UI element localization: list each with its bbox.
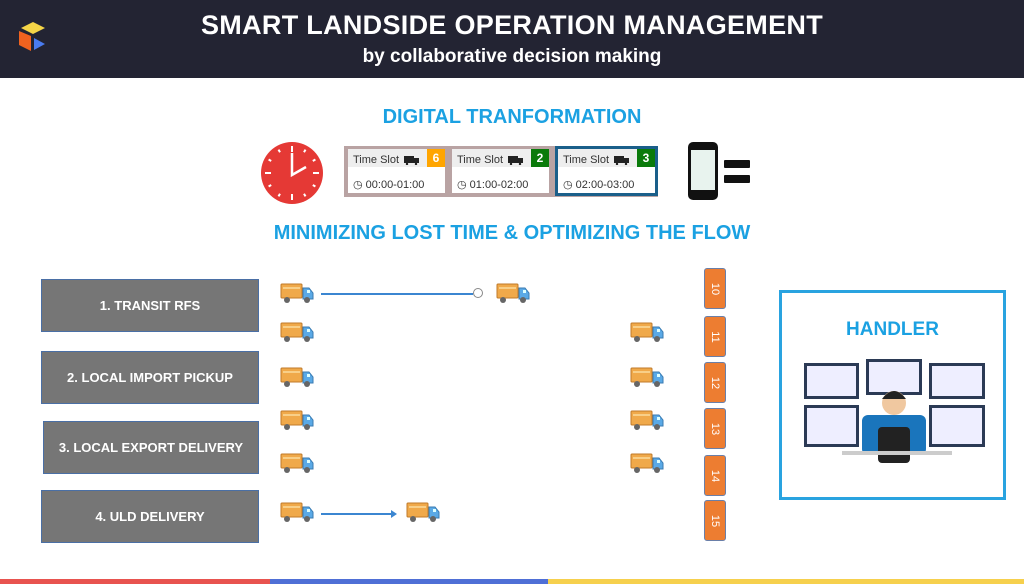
truck-icon bbox=[614, 156, 629, 165]
time-slot-card[interactable]: Time Slot 2 ◷ 01:00-02:00 bbox=[452, 149, 549, 193]
truck-icon bbox=[280, 282, 314, 304]
flow-uld-delivery[interactable]: 4. ULD DELIVERY bbox=[41, 490, 259, 543]
digital-heading: DIGITAL TRANFORMATION bbox=[382, 106, 642, 128]
slot-time: ◷ 01:00-02:00 bbox=[457, 179, 529, 191]
time-slot-card-selected[interactable]: Time Slot 3 ◷ 02:00-03:00 bbox=[555, 146, 658, 196]
logo-icon bbox=[19, 22, 45, 51]
flow-end-marker bbox=[473, 288, 483, 298]
slot-count-badge: 3 bbox=[637, 149, 655, 167]
truck-icon bbox=[280, 452, 314, 474]
flow-local-export-delivery[interactable]: 3. LOCAL EXPORT DELIVERY bbox=[43, 421, 259, 474]
time-slot-panel: Time Slot 6 ◷ 00:00-01:00 Time Slot 2 ◷ … bbox=[344, 146, 658, 197]
slot-time: ◷ 00:00-01:00 bbox=[353, 179, 425, 191]
dock-number: 15 bbox=[709, 514, 721, 527]
footer-bar-red bbox=[0, 579, 270, 584]
dock-10[interactable]: 10 bbox=[704, 268, 726, 309]
truck-icon bbox=[280, 366, 314, 388]
truck-icon bbox=[280, 501, 314, 523]
truck-icon bbox=[630, 321, 664, 343]
page-subtitle: by collaborative decision making bbox=[362, 46, 662, 67]
dock-13[interactable]: 13 bbox=[704, 408, 726, 449]
truck-icon bbox=[404, 156, 419, 165]
truck-icon bbox=[630, 409, 664, 431]
dock-number: 11 bbox=[709, 330, 721, 343]
dock-number: 12 bbox=[709, 376, 721, 389]
slot-time-value: 00:00-01:00 bbox=[365, 179, 425, 191]
dock-14[interactable]: 14 bbox=[704, 455, 726, 496]
truck-icon bbox=[508, 156, 523, 165]
app-store-badge bbox=[724, 175, 750, 183]
truck-icon bbox=[406, 501, 440, 523]
truck-icon bbox=[630, 452, 664, 474]
truck-icon bbox=[496, 282, 530, 304]
slot-time-value: 02:00-03:00 bbox=[575, 179, 635, 191]
slot-count-badge: 2 bbox=[531, 149, 549, 167]
handler-title: HANDLER bbox=[846, 319, 939, 340]
flow-arrow bbox=[321, 293, 473, 295]
dock-12[interactable]: 12 bbox=[704, 362, 726, 403]
clock-icon bbox=[261, 142, 323, 204]
footer-bar-yellow bbox=[548, 579, 1024, 584]
time-slot-card[interactable]: Time Slot 6 ◷ 00:00-01:00 bbox=[348, 149, 445, 193]
arrow-head bbox=[391, 510, 397, 518]
truck-icon bbox=[280, 321, 314, 343]
flow-local-import-pickup[interactable]: 2. LOCAL IMPORT PICKUP bbox=[41, 351, 259, 404]
time-slot-label: Time Slot bbox=[457, 154, 504, 166]
minimizing-heading: MINIMIZING LOST TIME & OPTIMIZING THE FL… bbox=[273, 222, 751, 244]
truck-icon bbox=[280, 409, 314, 431]
dock-number: 14 bbox=[709, 469, 721, 482]
time-slot-label: Time Slot bbox=[563, 154, 610, 166]
slot-time-value: 01:00-02:00 bbox=[469, 179, 529, 191]
operator-monitors-illustration bbox=[804, 359, 985, 463]
footer-bar-blue bbox=[270, 579, 548, 584]
mobile-phone-icon bbox=[688, 142, 718, 200]
dock-15[interactable]: 15 bbox=[704, 500, 726, 541]
dock-number: 10 bbox=[709, 282, 721, 295]
flow-transit-rfs[interactable]: 1. TRANSIT RFS bbox=[41, 279, 259, 332]
dock-11[interactable]: 11 bbox=[704, 316, 726, 357]
slot-count-badge: 6 bbox=[427, 149, 445, 167]
truck-icon bbox=[630, 366, 664, 388]
handler-panel: HANDLER bbox=[779, 290, 1006, 500]
flow-arrow bbox=[321, 513, 393, 515]
dock-number: 13 bbox=[709, 422, 721, 435]
google-play-badge bbox=[724, 160, 750, 168]
time-slot-label: Time Slot bbox=[353, 154, 400, 166]
page-title: SMART LANDSIDE OPERATION MANAGEMENT bbox=[201, 10, 823, 40]
header: SMART LANDSIDE OPERATION MANAGEMENT by c… bbox=[0, 0, 1024, 78]
slot-time: ◷ 02:00-03:00 bbox=[563, 179, 635, 191]
